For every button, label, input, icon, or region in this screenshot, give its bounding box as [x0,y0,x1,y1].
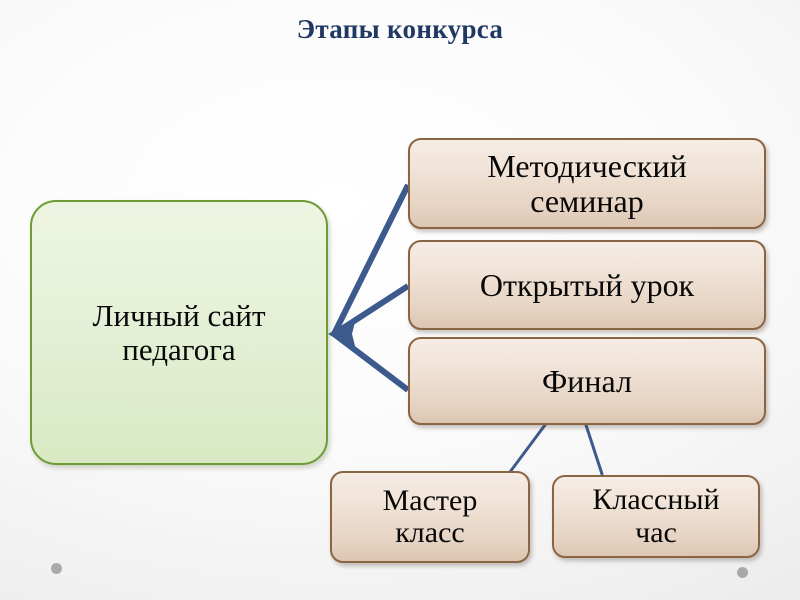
node-label: Личный сайт педагога [92,298,266,367]
node-open-lesson[interactable]: Открытый урок [408,240,766,330]
node-methodical-seminar[interactable]: Методический семинар [408,138,766,229]
node-label: Классный час [592,483,720,549]
decorative-dot-right [737,567,748,578]
node-label: Финал [542,362,632,399]
node-personal-site[interactable]: Личный сайт педагога [30,200,328,465]
page-title: Этапы конкурса [296,14,504,44]
edge-final-to-main [332,331,410,393]
node-class-hour[interactable]: Классный час [552,475,760,558]
edge-final-to-master [508,423,547,474]
arrowhead-group [328,318,356,350]
node-master-class[interactable]: Мастер класс [330,471,530,563]
node-final[interactable]: Финал [408,337,766,425]
node-label: Открытый урок [479,266,695,303]
node-label: Мастер класс [382,483,478,549]
node-label: Методический семинар [487,147,687,219]
arrowhead-icon [328,318,356,350]
edge-final-to-hour [584,423,604,476]
decorative-dot-left [51,563,62,574]
edge-seminar-to-main [331,183,411,336]
edge-lesson-to-main [332,283,410,337]
